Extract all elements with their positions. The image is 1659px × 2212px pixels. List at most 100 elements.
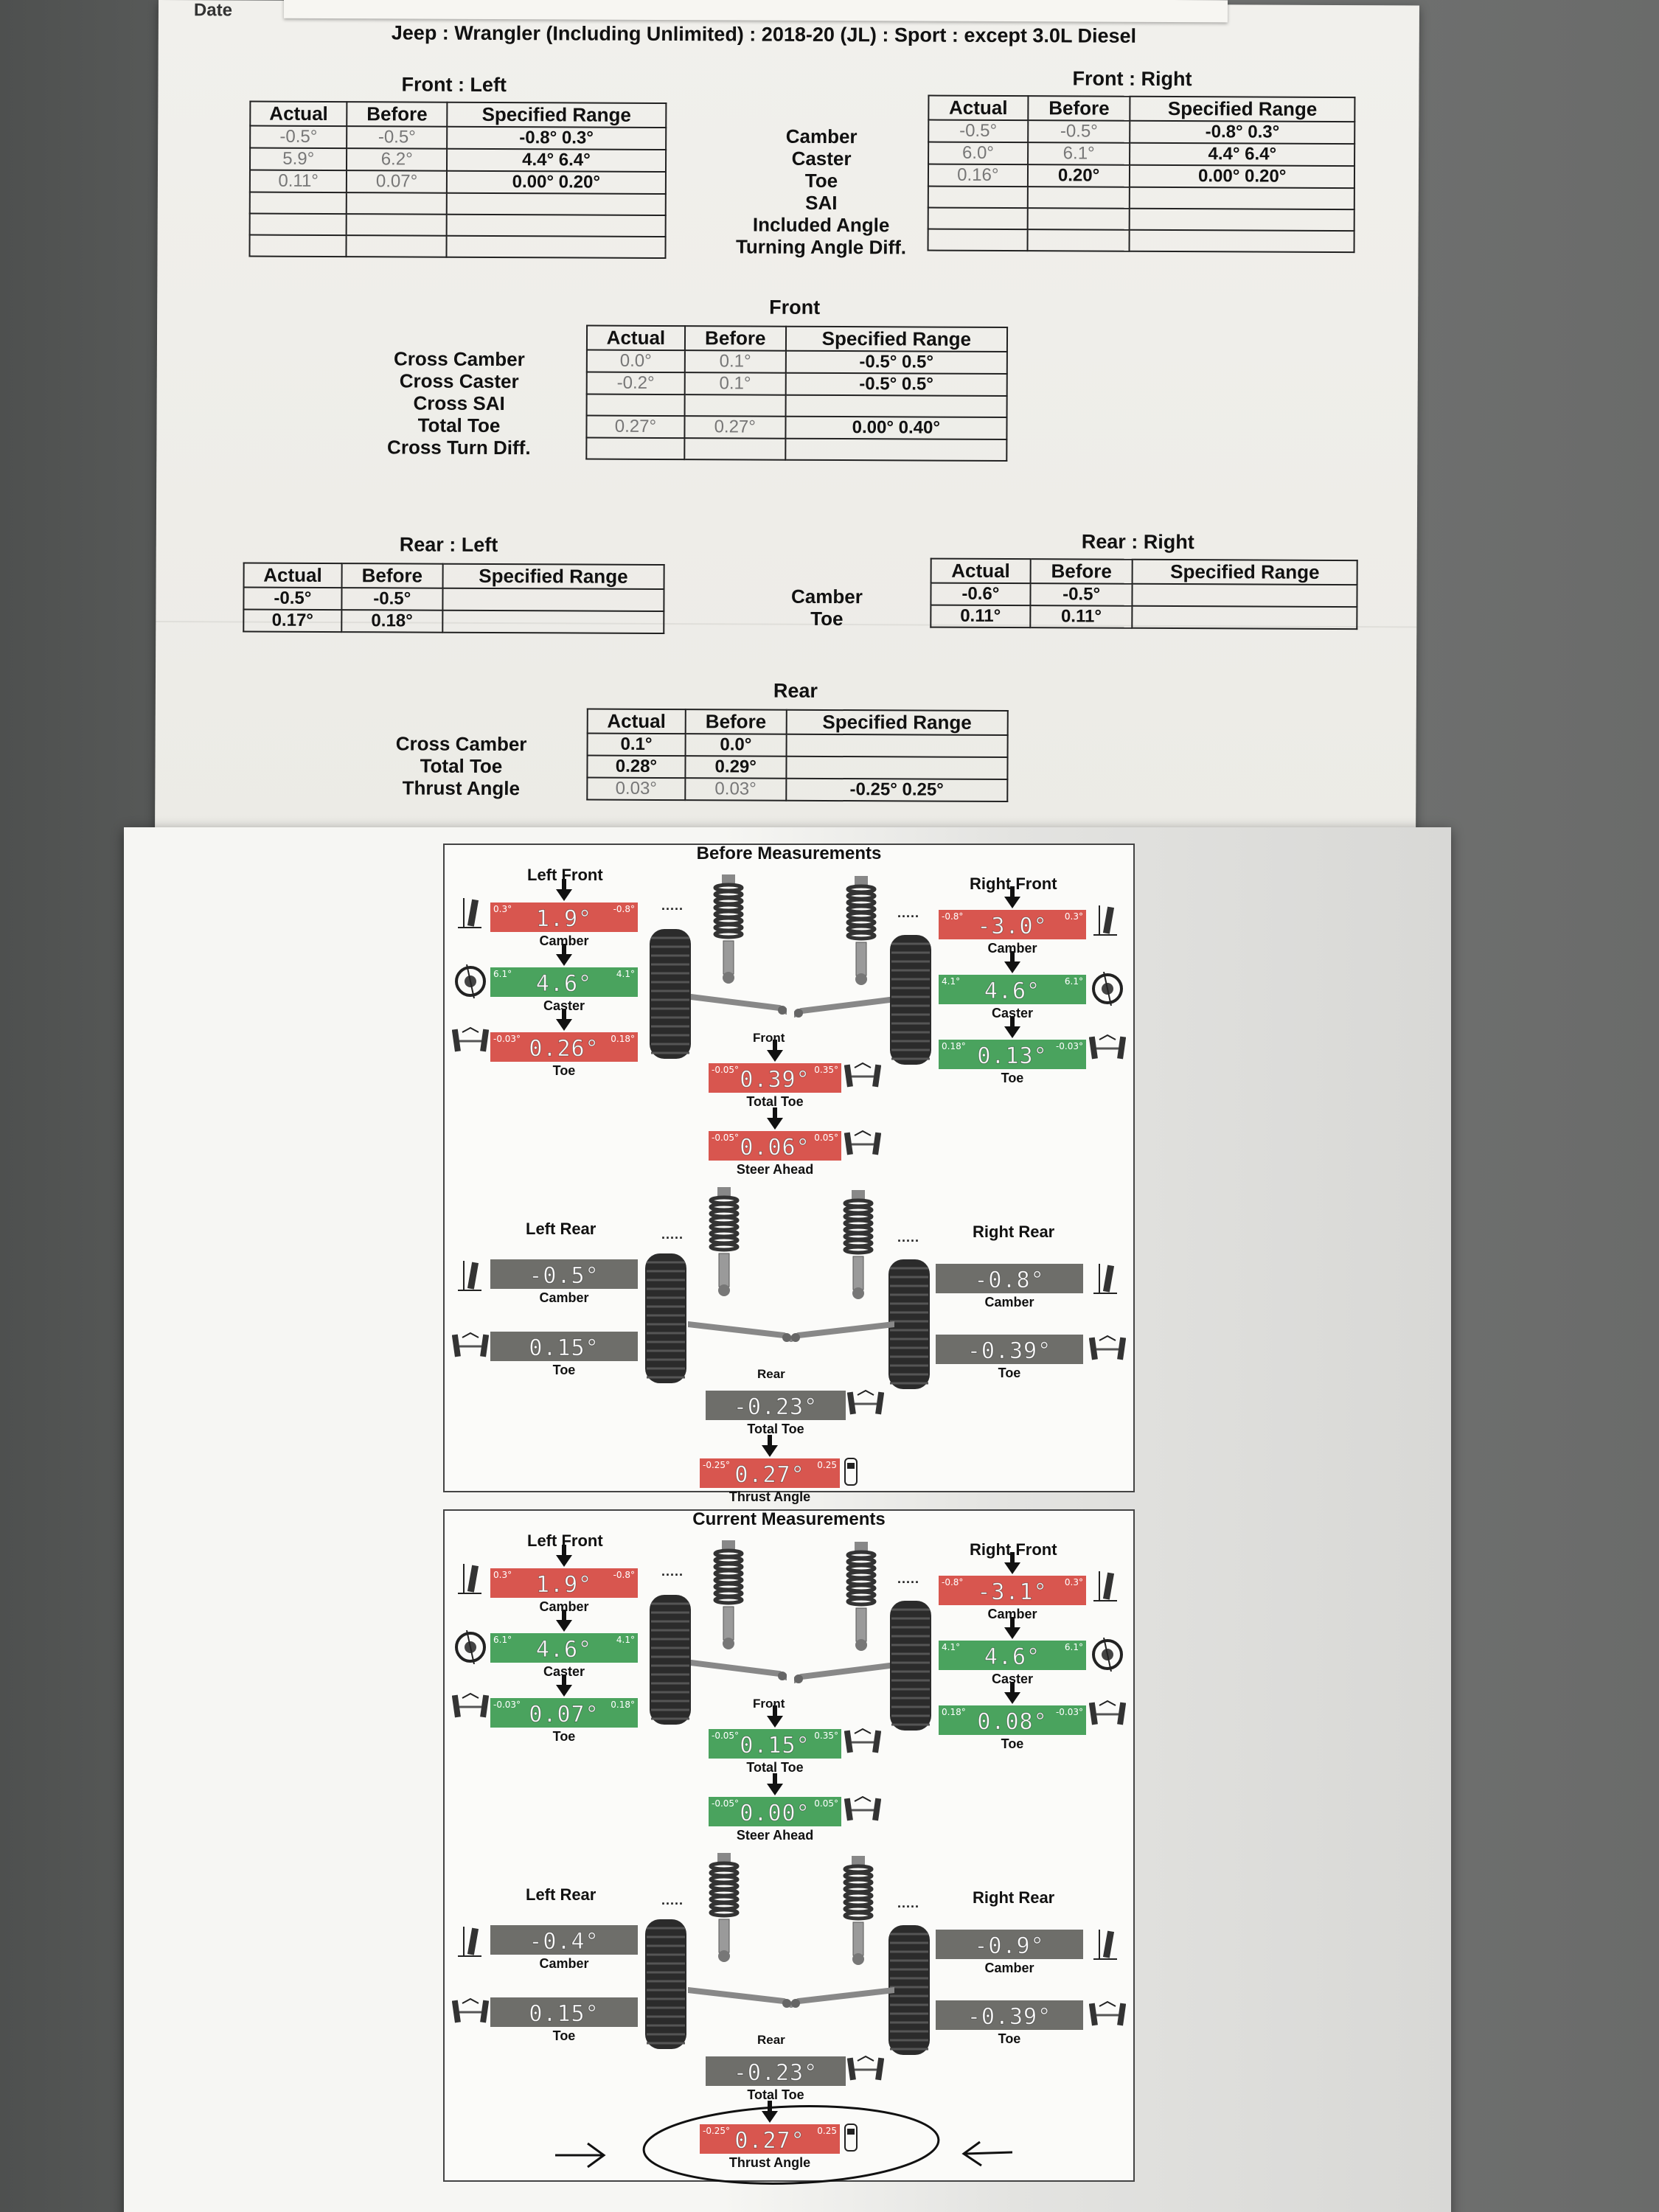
rear-cross-title: Rear [773,679,818,702]
cell: -0.5° [250,125,347,149]
toe-icon [452,1997,489,2023]
panel-title: Before Measurements [696,844,882,863]
row-label: Total Toe [420,754,503,778]
target-arrow-icon [1004,1617,1020,1639]
cell: 4.4° 6.4° [446,148,667,173]
toe-icon [844,1728,881,1753]
before-measurements-panel: Before Measurements Left Front Right Fro… [443,844,1135,1504]
gauge-min: -0.05° [712,1731,740,1741]
cell: 0.16° [928,164,1028,187]
cell: 0.11° [249,170,347,193]
cell: 0.11° [1030,605,1133,628]
gauge-value: 0.39° [740,1067,810,1093]
left-arrow-icon [555,2142,606,2168]
total-toe-gauge: -0.05° 0.35° 0.39° Total Toe [709,1063,841,1109]
rf-camber-gauge: -0.8° 0.3° -3.0° Camber [939,910,1086,956]
caster-icon [1092,972,1123,1006]
folded-top-edge [283,0,1228,23]
target-arrow-icon [556,1610,572,1632]
cell [786,734,1008,758]
row-label: Included Angle [752,213,890,237]
target-arrow-icon [767,1705,783,1728]
cell: 0.00° 0.20° [1130,164,1355,189]
dots: ..... [661,1893,684,1907]
gauge-max: -0.8° [613,904,635,914]
left-rear-label: Left Rear [526,1220,597,1238]
front-cross-labels: Cross Camber Cross Caster Cross SAI Tota… [348,347,570,459]
rear-left-title: Rear : Left [399,533,498,557]
gauge-label: Camber [539,933,589,948]
lr-camber-gauge: -0.4° Camber [490,1925,638,1971]
gauge-bar [939,975,1086,1004]
gauge-value: 4.6° [535,971,593,998]
rr-camber-gauge: -0.8° Camber [936,1264,1083,1310]
gauge-bar [939,1040,1086,1069]
camber-icon [1093,905,1117,936]
gauge-max: 0.05° [814,1133,838,1143]
gauge-value: 0.27° [734,1462,805,1489]
lr-toe-gauge: 0.15° Toe [490,1997,638,2043]
gauge-max: 0.35° [814,1731,838,1741]
col-before: Before [685,709,787,734]
cell: -0.6° [931,582,1031,606]
front-axle-label: Front [753,1031,785,1045]
target-arrow-icon [1004,886,1020,908]
gauge-min: -0.25° [703,1460,731,1470]
dots: ..... [897,1896,920,1910]
gauge-max: 0.25 [817,2126,837,2136]
rf-caster-gauge: 4.1° 6.1° 4.6° Caster [939,975,1086,1020]
dots: ..... [661,898,684,913]
rear-axle-label: Rear [757,2033,785,2047]
gauge-max: -0.03° [1055,1041,1083,1051]
col-before: Before [1028,96,1130,121]
vehicle-icon [844,2124,858,2152]
gauge-bar [490,902,638,932]
col-actual: Actual [243,563,342,588]
toe-icon [844,1795,881,1821]
gauge-label: Caster [991,1672,1034,1686]
front-left-title: Front : Left [401,73,507,97]
row-label: Caster [791,147,852,170]
toe-icon [452,1026,489,1052]
lr-toe-gauge: 0.15° Toe [490,1332,638,1377]
col-spec: Specified Range [442,563,664,589]
rr-toe-gauge: -0.39° Toe [936,1335,1083,1380]
gauge-value: -0.39° [967,1338,1052,1365]
cell: 0.07° [347,170,447,193]
gauge-label: Toe [552,2028,576,2043]
gauge-bar [490,967,638,997]
gauge-label: Camber [987,941,1037,956]
target-arrow-icon [1004,1016,1020,1038]
date-label: Date [193,0,233,21]
cell: -0.5° 0.5° [785,372,1007,397]
gauge-value: 0.13° [977,1043,1048,1070]
toe-icon [844,1130,881,1155]
right-rear-label: Right Rear [973,1888,1055,1907]
gauge-bar [490,1032,638,1062]
thrust-gauge: -0.25° 0.25 0.27° Thrust Angle [700,2124,840,2170]
gauge-value: -0.4° [529,1929,599,1955]
target-arrow-icon [767,1040,783,1062]
row-label: Cross Camber [393,347,525,371]
alignment-spec-sheet: Date Jeep : Wrangler (Including Unlimite… [155,0,1419,846]
gauge-max: 0.35° [814,1065,838,1075]
lf-camber-gauge: 0.3° -0.8° 1.9° Camber [490,1568,638,1614]
cell: -0.5° [243,587,342,611]
row-label: Cross Turn Diff. [387,436,531,459]
cell [786,756,1008,780]
gauge-label: Camber [984,1961,1034,1975]
gauge-min: 4.1° [942,976,961,987]
toe-icon [452,1692,489,1718]
gauge-max: 0.05° [814,1798,838,1809]
row-label: Camber [785,125,858,148]
gauge-min: -0.8° [942,1577,964,1587]
dots: ..... [897,905,920,920]
gauge-label: Caster [991,1006,1034,1020]
gauge-bar [936,1264,1083,1293]
target-arrow-icon [556,1545,572,1567]
gauge-value: 0.26° [529,1036,599,1062]
toe-icon [1089,1335,1126,1360]
